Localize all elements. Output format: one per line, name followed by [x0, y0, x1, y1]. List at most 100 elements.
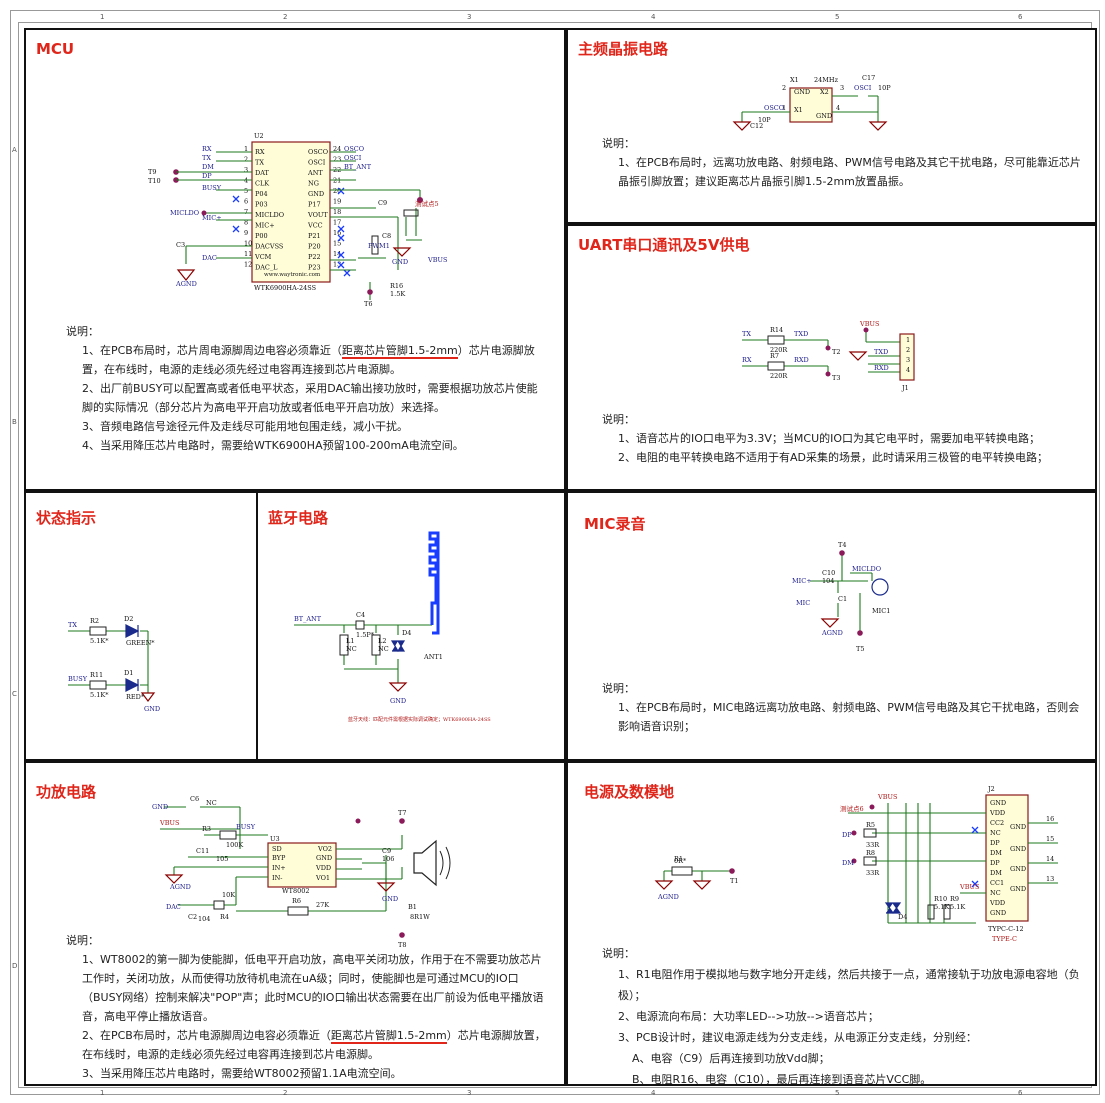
chip-right-pin-number: 15 [333, 240, 341, 248]
component-label: R3 [202, 825, 211, 833]
mic-notes: 说明： 1、在PCB布局时，MIC电路远离功放电路、射频电路、PWM信号电路及其… [602, 679, 1082, 736]
uart-r7 [767, 361, 785, 371]
component-label: OSCO [764, 104, 784, 112]
component-label: 10P [878, 84, 891, 92]
mcu-gnd-label: GND [392, 258, 408, 266]
xtal-wires [741, 95, 879, 122]
mcu-chip-url: www.waytronic.com [264, 272, 321, 278]
component-label: GND [144, 705, 160, 713]
component-label: T5 [856, 645, 864, 653]
chip-right-pin-number: 20 [333, 187, 341, 195]
chip-right-pin-label: NG [308, 180, 319, 188]
component-label: C12 [750, 122, 763, 130]
chip-left-pin-number: 5 [244, 187, 248, 195]
uart-r14 [767, 335, 785, 345]
xtal-gnd-left [732, 121, 752, 131]
component-label: R14 [770, 326, 783, 334]
mcu-note-2: 2、出厂前BUSY可以配置高或者低电平状态，采用DAC输出接功放时，需要根据功放… [82, 382, 538, 414]
component-label: TYPE-C [992, 935, 1017, 943]
chip-left-pin-number: 8 [244, 219, 248, 227]
chip-left-pin-label: CLK [255, 180, 269, 188]
status-d2-led [125, 624, 140, 638]
test-point-5-label: 测试点5 [415, 199, 439, 208]
amp-notes: 说明： 1、WT8002的第一脚为使能脚，低电平开启功放，高电平关闭功放，作用于… [66, 931, 551, 1083]
component-label: NC [990, 829, 1001, 837]
bt-note: 蓝牙天线：匹配元件需根据实际调试确定；WTK6900HA-24SS [348, 716, 491, 723]
power-agnd [654, 880, 674, 890]
component-label: R7 [770, 352, 779, 360]
chip-right-pin-label: VCC [307, 222, 323, 230]
xtal-note-1: 1、在PCB布局时，远离功放电路、射频电路、PWM信号电路及其它干扰电路，尽可能… [618, 156, 1081, 188]
chip-right-pin-label: P23 [308, 264, 321, 272]
amp-wires [160, 806, 403, 912]
amp-t8-dot [399, 932, 405, 938]
amp-note-2: 2、在PCB布局时，芯片电源脚周边电容必须靠近（距离芯片管脚1.5-2mm）芯片… [82, 1029, 546, 1061]
ruler-col-3: 3 [467, 13, 472, 21]
component-label: TXD [874, 348, 888, 356]
amp-speaker-waves [439, 846, 451, 880]
power-note-head: 说明： [602, 947, 635, 960]
component-label: VO1 [315, 874, 330, 882]
component-label: GND [990, 799, 1006, 807]
chip-left-pin-label: P00 [255, 232, 268, 240]
component-label: BUSY [236, 823, 256, 831]
net-busy: BUSY [202, 184, 222, 192]
xtal-note-head: 说明： [602, 137, 635, 150]
component-label: TXD [794, 330, 808, 338]
chip-left-pin-number: 2 [244, 156, 248, 164]
component-label: 104 [822, 577, 834, 585]
ruler-row-b: B [12, 418, 17, 426]
component-label: T3 [832, 374, 840, 382]
chip-left-pin-label: MICLDO [255, 211, 284, 219]
component-label: C11 [196, 847, 209, 855]
component-label: GND [1010, 885, 1026, 893]
bt-gnd [388, 682, 408, 692]
power-gnd [692, 880, 712, 890]
test-point-5-dot [417, 197, 423, 203]
chip-left-pin-number: 3 [244, 166, 248, 174]
power-notes: 说明： 1、R1电阻作用于模拟地与数字地分开走线，然后共接于一点，通常接轨于功放… [602, 943, 1092, 1090]
uart-note-head: 说明： [602, 413, 635, 426]
component-label: 4 [906, 366, 910, 374]
power-d4-tvs [884, 902, 902, 915]
component-label: GND [152, 803, 168, 811]
uart-note-2: 2、电阻的电平转换电路不适用于有AD采集的场景，此时请采用三极管的电平转换电路； [618, 451, 1048, 464]
component-label: 3 [840, 84, 844, 92]
mcu-c8-label: C8 [382, 232, 391, 240]
chip-left-pin-label: DAT [255, 169, 270, 177]
mcu-r16-resistor [371, 235, 379, 255]
amp-t7-dot [399, 818, 405, 824]
bt-l2 [371, 634, 381, 656]
chip-left-pin-number: 10 [244, 240, 252, 248]
power-tp6-dot [869, 804, 875, 810]
component-label: 220R [770, 346, 788, 354]
xtal-title: 主频晶振电路 [578, 40, 669, 58]
amp-gnd [376, 882, 396, 892]
net-dp: DP [202, 172, 212, 180]
component-label: R5 [866, 821, 875, 829]
component-label: MIC [796, 599, 810, 607]
component-label: VBUS [959, 883, 979, 891]
component-label: 27K [316, 901, 329, 909]
component-label: RXD [874, 364, 889, 372]
component-label: 106 [382, 855, 394, 863]
power-labels: R10R*T1AGND测试点6VBUSDPR533RDMR833RD4R105.… [657, 785, 1054, 943]
bt-l1 [339, 634, 349, 656]
test-point-t6: T6 [364, 300, 372, 308]
chip-left-pin-number: 9 [244, 229, 248, 237]
component-label: C6 [190, 795, 199, 803]
power-dm-dot [851, 858, 857, 864]
ruler-col-4: 4 [651, 13, 656, 21]
component-label: WT8002 [282, 887, 310, 895]
net-tx: TX [202, 154, 211, 162]
component-label: 10K [222, 891, 235, 899]
mcu-note-1: 1、在PCB布局时，芯片周电源脚周边电容必须靠近（距离芯片管脚1.5-2mm）芯… [82, 344, 535, 376]
xtal-gnd-right [868, 121, 888, 131]
component-label: 4 [836, 104, 840, 112]
component-label: L2 [378, 637, 386, 645]
